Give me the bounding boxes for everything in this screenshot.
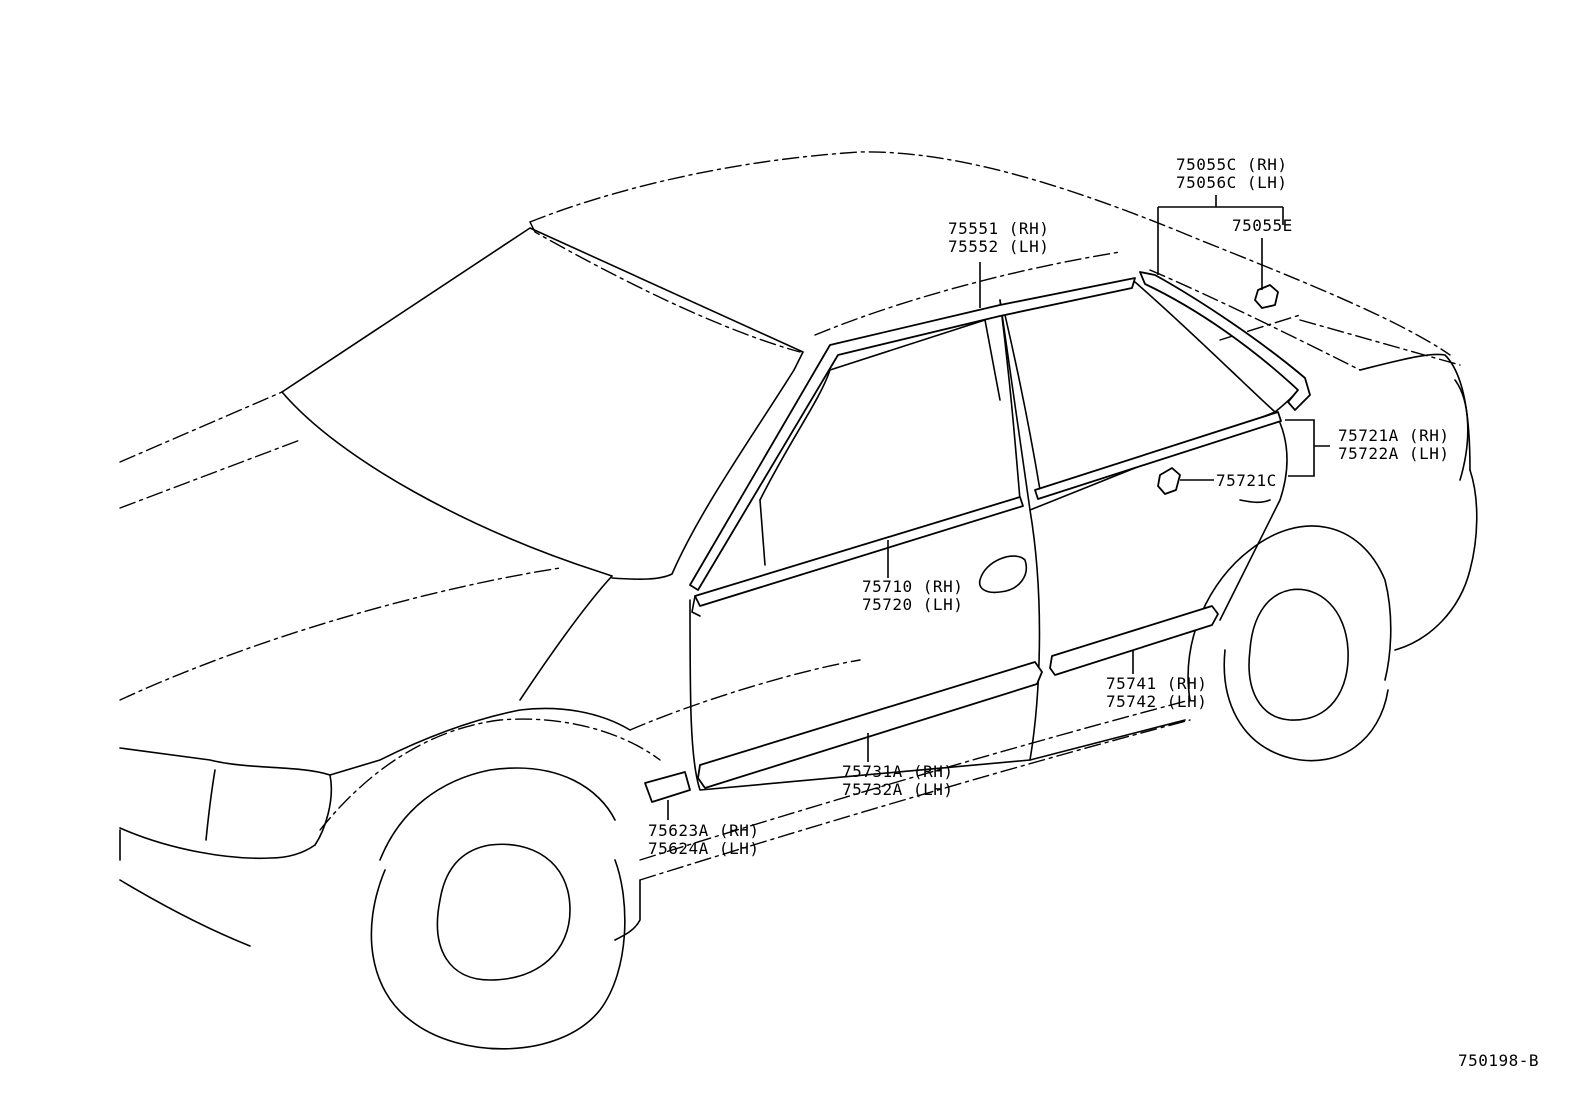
callout-75721c: 75721C — [1216, 472, 1277, 490]
car-body-outline — [119, 151, 1478, 1050]
callout-75741: 75741 (RH) 75742 (LH) — [1106, 675, 1207, 711]
callout-75731a-line2: 75732A (LH) — [842, 780, 954, 799]
callout-75551-line2: 75552 (LH) — [948, 237, 1050, 256]
callout-75731a-line1: 75731A (RH) — [842, 762, 954, 781]
moulding-parts — [644, 271, 1311, 803]
callout-75623a-line2: 75624A (LH) — [648, 839, 760, 858]
callout-75721a-line2: 75722A (LH) — [1338, 444, 1450, 463]
callout-75551: 75551 (RH) 75552 (LH) — [948, 220, 1049, 256]
rear-pillar-moulding — [1139, 271, 1311, 411]
callout-75055c-line1: 75055C (RH) — [1176, 155, 1288, 174]
callout-75055c: 75055C (RH) 75056C (LH) — [1176, 156, 1287, 192]
callout-75741-line1: 75741 (RH) — [1106, 674, 1208, 693]
callout-75710-line2: 75720 (LH) — [862, 595, 964, 614]
roof-drip-moulding — [689, 277, 1136, 591]
callout-75731a: 75731A (RH) 75732A (LH) — [842, 763, 953, 799]
fender-moulding — [644, 771, 691, 803]
front-belt-moulding — [694, 496, 1024, 607]
callout-75551-line1: 75551 (RH) — [948, 219, 1050, 238]
callout-75055e: 75055E — [1232, 217, 1293, 235]
callout-75623a: 75623A (RH) 75624A (LH) — [648, 822, 759, 858]
callout-75055c-line2: 75056C (LH) — [1176, 173, 1288, 192]
callout-75721c-line1: 75721C — [1216, 471, 1277, 490]
pillar-clip — [1254, 284, 1279, 309]
callout-75623a-line1: 75623A (RH) — [648, 821, 760, 840]
front-door-side-moulding — [697, 661, 1043, 789]
diagram-code: 750198-B — [1458, 1051, 1540, 1070]
leader-lines — [667, 195, 1330, 820]
callout-75741-line2: 75742 (LH) — [1106, 692, 1208, 711]
callout-75721a-line1: 75721A (RH) — [1338, 426, 1450, 445]
callout-75710: 75710 (RH) 75720 (LH) — [862, 578, 963, 614]
callout-75710-line1: 75710 (RH) — [862, 577, 964, 596]
callout-75721a: 75721A (RH) 75722A (LH) — [1338, 427, 1449, 463]
rear-door-side-moulding — [1049, 605, 1219, 676]
belt-clip — [1157, 467, 1181, 495]
rear-belt-moulding — [1034, 411, 1282, 500]
callout-75055e-line1: 75055E — [1232, 216, 1293, 235]
